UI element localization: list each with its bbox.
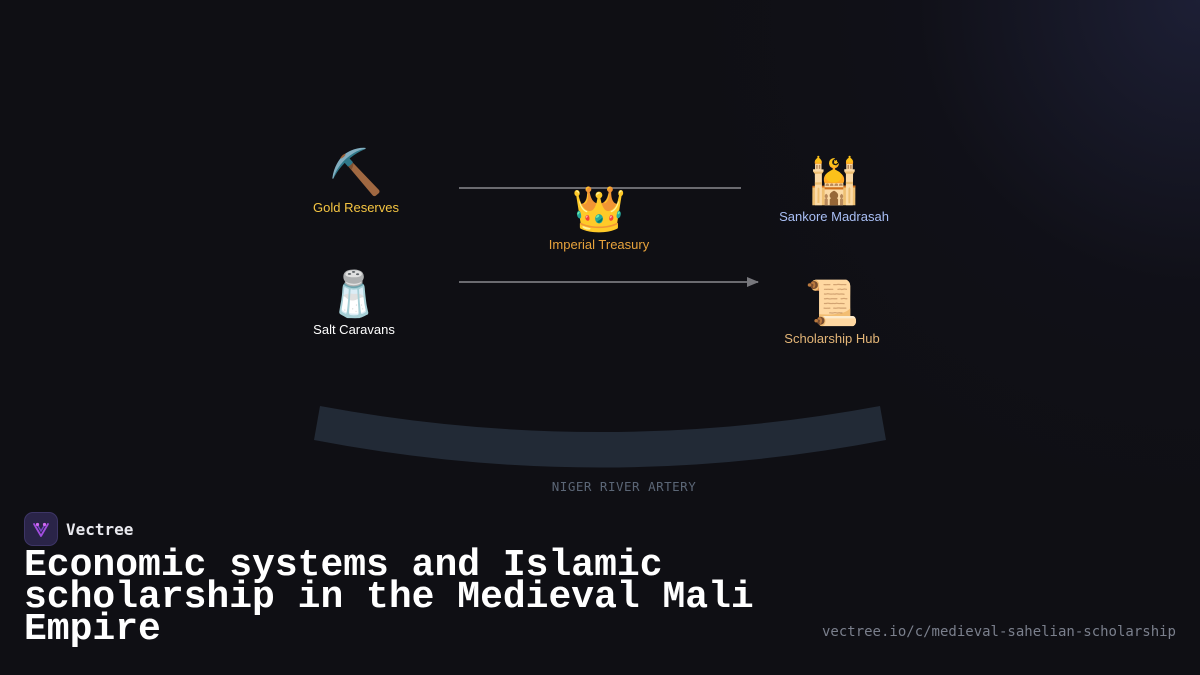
page-title: Economic systems and Islamic scholarship… — [24, 544, 754, 651]
node-imperial-treasury: 👑 Imperial Treasury — [548, 184, 650, 253]
node-label-salt-caravans: Salt Caravans — [313, 322, 395, 337]
brand-name: Vectree — [66, 519, 134, 539]
river-label: NIGER RIVER ARTERY — [551, 479, 697, 494]
source-url[interactable]: vectree.io/c/medieval-sahelian-scholarsh… — [821, 624, 1176, 640]
pickaxe-icon: ⛏️ — [328, 147, 384, 198]
crown-icon: 👑 — [571, 184, 627, 235]
node-sankore-madrasah: 🕌 Sankore Madrasah — [779, 156, 889, 225]
node-label-gold-reserves: Gold Reserves — [313, 200, 399, 215]
node-salt-caravans: 🧂 Salt Caravans — [313, 269, 395, 338]
node-scholarship-hub: 📜 Scholarship Hub — [784, 278, 880, 347]
node-label-sankore-madrasah: Sankore Madrasah — [779, 209, 889, 224]
river-band — [314, 406, 886, 468]
vectree-logo-icon — [24, 512, 58, 546]
mosque-icon: 🕌 — [806, 156, 862, 207]
node-label-imperial-treasury: Imperial Treasury — [548, 237, 650, 252]
node-label-scholarship-hub: Scholarship Hub — [784, 331, 880, 346]
brand[interactable]: Vectree — [24, 512, 133, 546]
salt-shaker-icon: 🧂 — [326, 269, 382, 320]
node-gold-reserves: ⛏️ Gold Reserves — [313, 147, 399, 216]
scroll-icon: 📜 — [804, 278, 860, 329]
